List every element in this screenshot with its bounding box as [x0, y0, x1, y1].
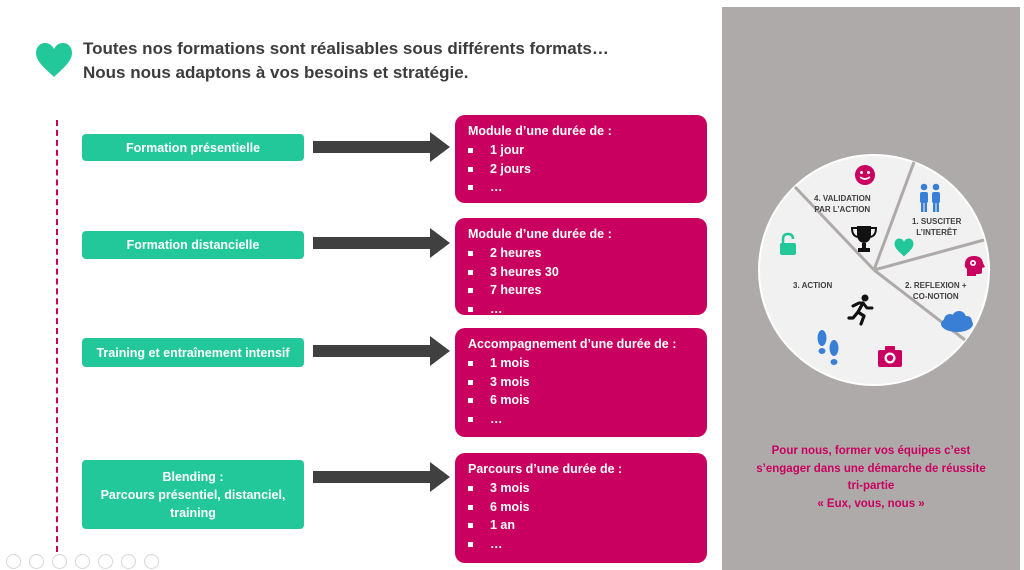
duration-item: 2 heures [468, 244, 707, 263]
brain-head-icon [964, 256, 985, 276]
duration-item: 1 an [468, 516, 707, 535]
caption-line: « Eux, vous, nous » [817, 497, 925, 510]
unlock-icon [780, 232, 796, 255]
duration-item: 3 heures 30 [468, 263, 707, 282]
caption-line: tri-partie [847, 480, 895, 492]
format-label-text: Formation distancielle [126, 238, 260, 252]
format-label-line: training [170, 505, 216, 520]
title-line-1: Toutes nos formations sont réalisables s… [83, 39, 609, 58]
duration-item: 3 mois [468, 373, 707, 392]
duration-box-blending: Parcours d’une durée de : 3 mois 6 mois … [455, 453, 707, 563]
arrow-icon [313, 462, 450, 492]
segment-label-action: 3. ACTION [793, 280, 832, 291]
format-label-distanciel: Formation distancielle [82, 231, 304, 259]
duration-item: 7 heures [468, 281, 707, 300]
heart-icon [894, 238, 914, 257]
slides-icon[interactable] [75, 554, 90, 569]
more-options-icon[interactable] [144, 554, 159, 569]
duration-item: 6 mois [468, 391, 707, 410]
segment-label-interet: 1. SUSCITER L’INTERÊT [912, 216, 961, 238]
duration-item: … [468, 300, 707, 319]
title-line-2: Nous nous adaptons à vos besoins et stra… [83, 63, 469, 82]
duration-item: 6 mois [468, 498, 707, 517]
segment-label-line: L’INTERÊT [916, 228, 958, 237]
people-icon [920, 183, 940, 212]
camera-icon [878, 346, 902, 367]
arrow-icon [313, 228, 450, 258]
format-label-line: Blending : [162, 469, 224, 484]
smiley-icon [855, 165, 875, 185]
segment-label-validation: 4. VALIDATION PAR L’ACTION [814, 193, 871, 215]
segment-label-line: CO-NOTION [912, 292, 959, 301]
arrow-icon [313, 336, 450, 366]
duration-heading: Accompagnement d’une durée de : [468, 337, 677, 351]
format-label-presentiel: Formation présentielle [82, 134, 304, 161]
segment-label-line: PAR L’ACTION [814, 205, 871, 214]
duration-item: … [468, 410, 707, 429]
format-label-text: Training et entraînement intensif [96, 345, 290, 360]
duration-item: 1 jour [468, 141, 707, 160]
duration-item: 3 mois [468, 479, 707, 498]
segment-label-line: 4. VALIDATION [814, 194, 871, 203]
running-person-icon [847, 294, 874, 326]
thought-cloud-icon [941, 311, 973, 332]
segment-label-line: 2. REFLEXION + [905, 281, 967, 290]
segment-label-reflexion: 2. REFLEXION + CO-NOTION [905, 280, 967, 302]
segment-label-line: 1. SUSCITER [912, 217, 962, 226]
duration-item: 1 mois [468, 354, 707, 373]
trophy-icon [850, 226, 878, 252]
caption-line: Pour nous, former vos équipes c’est [771, 445, 971, 457]
duration-heading: Parcours d’une durée de : [468, 462, 623, 476]
arrow-icon [313, 132, 450, 162]
timeline-divider [56, 120, 58, 552]
duration-box-distanciel: Module d’une durée de : 2 heures 3 heure… [455, 218, 707, 316]
duration-box-training: Accompagnement d’une durée de : 1 mois 3… [455, 328, 707, 437]
page-title: Toutes nos formations sont réalisables s… [83, 37, 609, 85]
pen-icon[interactable] [52, 554, 67, 569]
format-label-blending: Blending : Parcours présentiel, distanci… [82, 460, 304, 529]
duration-item: … [468, 178, 707, 197]
duration-item: 2 jours [468, 160, 707, 179]
footprints-icon [817, 330, 839, 365]
heart-icon [36, 43, 72, 77]
duration-heading: Module d’une durée de : [468, 124, 612, 138]
duration-box-presentiel: Module d’une durée de : 1 jour 2 jours … [455, 115, 707, 203]
subtitles-icon[interactable] [121, 554, 136, 569]
format-label-line: Parcours présentiel, distanciel, [100, 487, 286, 502]
methodology-wheel [758, 154, 990, 386]
duration-item: … [468, 535, 707, 554]
slideshow-controls [6, 554, 159, 569]
format-label-text: Formation présentielle [125, 140, 261, 155]
caption-line: s’engager dans une démarche de réussite [756, 462, 986, 475]
duration-heading: Module d’une durée de : [468, 227, 612, 241]
format-label-training: Training et entraînement intensif [82, 338, 304, 367]
methodology-panel: 4. VALIDATION PAR L’ACTION 1. SUSCITER L… [722, 7, 1020, 570]
prev-slide-icon[interactable] [6, 554, 21, 569]
segment-label-line: 3. ACTION [793, 281, 833, 290]
zoom-icon[interactable] [98, 554, 113, 569]
next-slide-icon[interactable] [29, 554, 44, 569]
panel-caption: Pour nous, former vos équipes c’est s’en… [722, 443, 1020, 513]
